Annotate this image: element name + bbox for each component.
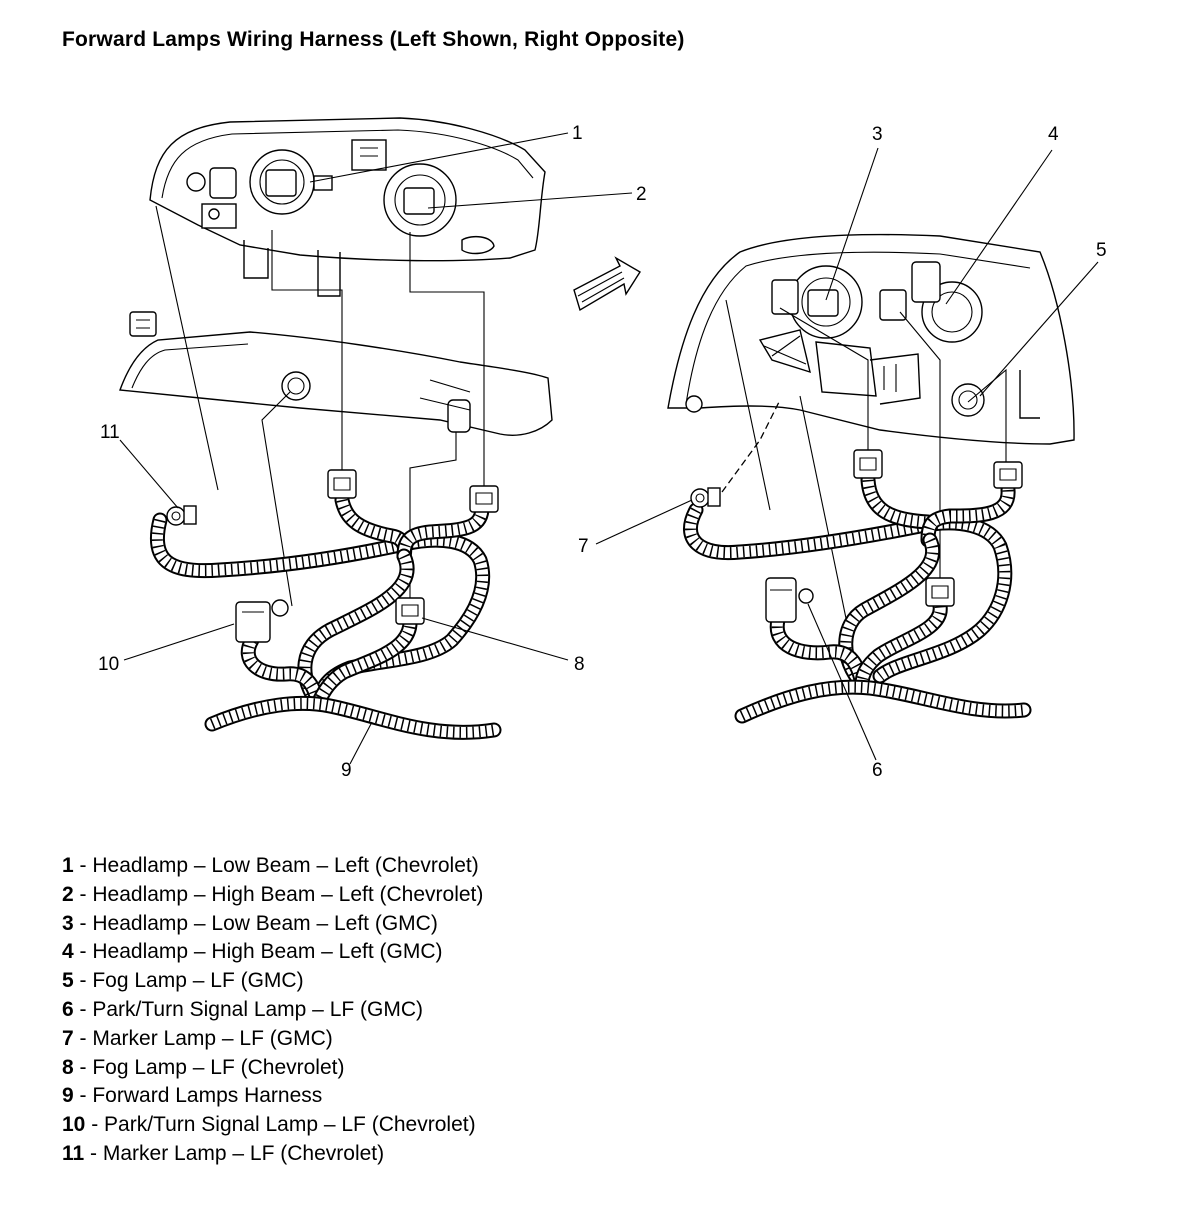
callout-10: 10 bbox=[98, 654, 119, 675]
legend-item: 3 - Headlamp – Low Beam – Left (GMC) bbox=[62, 911, 438, 935]
legend-item: 1 - Headlamp – Low Beam – Left (Chevrole… bbox=[62, 854, 479, 877]
legend-item: 2 - Headlamp – High Beam – Left (Chevrol… bbox=[62, 882, 484, 906]
legend-item: 6 - Park/Turn Signal Lamp – LF (GMC) bbox=[62, 997, 424, 1021]
legend-item: 5 - Fog Lamp – LF (GMC) bbox=[62, 969, 304, 993]
callout-1: 1 bbox=[572, 123, 583, 144]
callout-11: 11 bbox=[100, 422, 120, 443]
legend-item: 9 - Forward Lamps Harness bbox=[62, 1084, 323, 1108]
chevrolet-callout-leaders bbox=[119, 132, 633, 765]
legend-item: 8 - Fog Lamp – LF (Chevrolet) bbox=[62, 1055, 345, 1079]
callout-5: 5 bbox=[1096, 240, 1107, 261]
legend-item: 4 - Headlamp – High Beam – Left (GMC) bbox=[62, 940, 443, 964]
callout-7: 7 bbox=[578, 536, 589, 557]
gmc-headlamp-assembly bbox=[667, 233, 1075, 445]
chevrolet-headlamp-assembly bbox=[149, 117, 546, 297]
callout-6: 6 bbox=[872, 760, 883, 781]
view-direction-arrow bbox=[573, 256, 641, 312]
gmc-callout-leaders bbox=[595, 147, 1099, 761]
legend-item: 7 - Marker Lamp – LF (GMC) bbox=[62, 1026, 333, 1050]
gmc-connectors bbox=[690, 449, 1023, 623]
callout-3: 3 bbox=[872, 124, 883, 145]
callout-9: 9 bbox=[341, 760, 352, 781]
callout-8: 8 bbox=[574, 654, 585, 675]
chevrolet-connectors bbox=[166, 469, 499, 643]
chevrolet-park-turn-lamp-assembly bbox=[119, 311, 553, 436]
diagram-title: Forward Lamps Wiring Harness (Left Shown… bbox=[62, 28, 685, 51]
legend-item: 11 - Marker Lamp – LF (Chevrolet) bbox=[62, 1141, 385, 1165]
callout-2: 2 bbox=[636, 184, 647, 205]
chevrolet-wiring-harness bbox=[149, 492, 502, 740]
legend-item: 10 - Park/Turn Signal Lamp – LF (Chevrol… bbox=[62, 1113, 476, 1137]
wiring-diagram: 1 2 11 10 8 9 3 4 5 7 6 bbox=[98, 117, 1107, 781]
parts-legend: 1 - Headlamp – Low Beam – Left (Chevrole… bbox=[62, 852, 483, 1169]
callout-4: 4 bbox=[1048, 124, 1059, 145]
gmc-wiring-harness bbox=[683, 472, 1032, 724]
